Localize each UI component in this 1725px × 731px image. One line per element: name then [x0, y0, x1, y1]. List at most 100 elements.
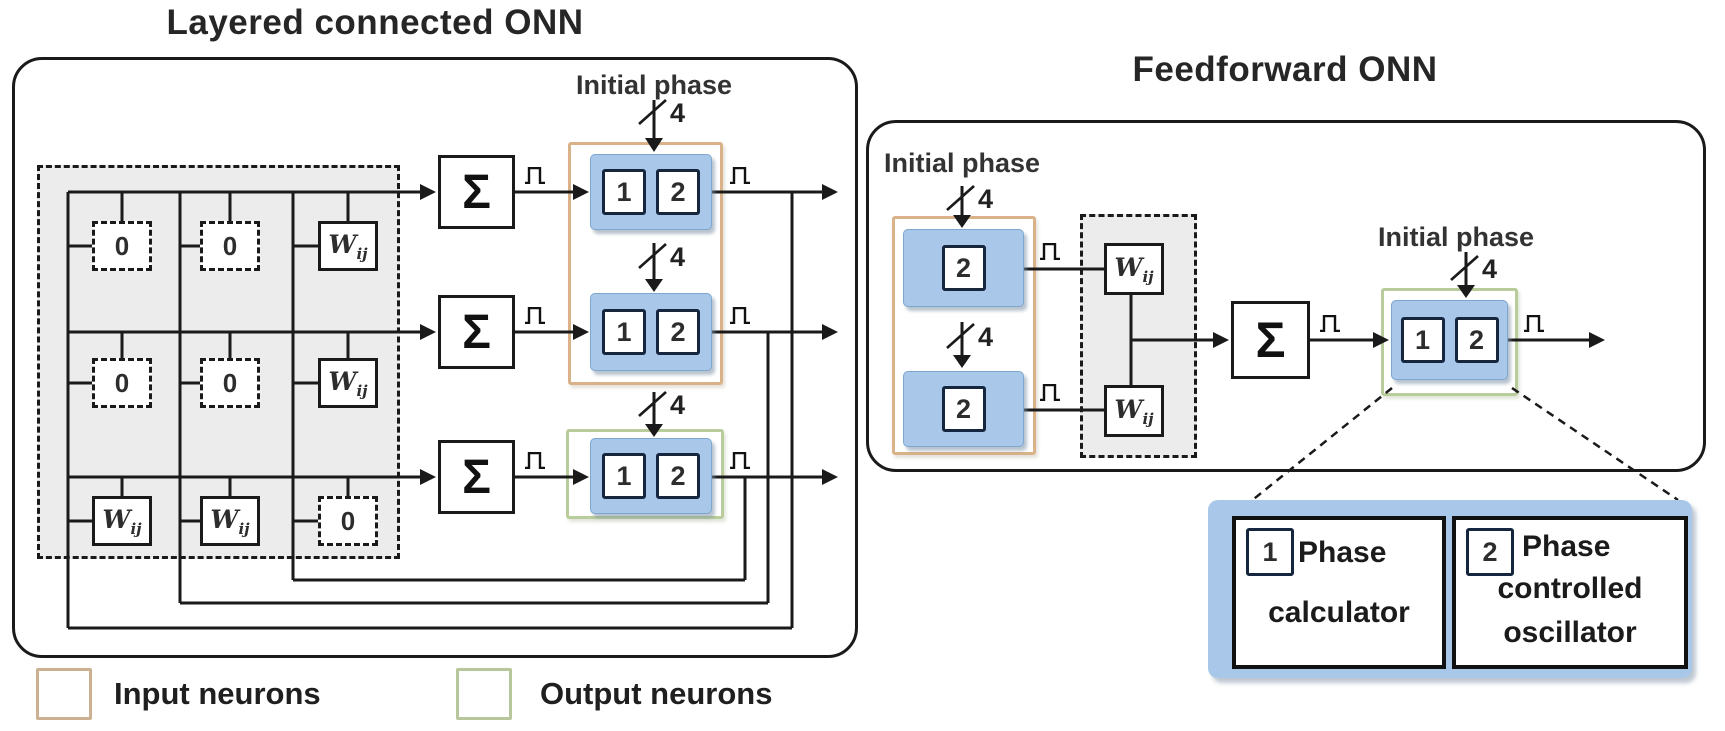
callout-leader-lines	[1249, 386, 1679, 503]
square-wave-icon	[523, 452, 547, 469]
arrowhead-icons	[420, 184, 1605, 485]
bottom-feedback-lines	[68, 578, 792, 630]
ff-input-neuron: 2	[903, 371, 1024, 447]
ff-sum-block: Σ	[1231, 301, 1310, 379]
unit-1-badge: 1	[1246, 528, 1294, 576]
feedforward-onn-frame	[866, 120, 1706, 472]
output-neuron-container	[566, 429, 724, 519]
phase-calculator-label-line2: calculator	[1268, 596, 1410, 629]
input-neurons-container	[568, 142, 723, 385]
oscillator-label-line2: controlled	[1497, 572, 1643, 605]
bus-width-marker: 4	[946, 322, 993, 368]
weight-label: Wij	[210, 504, 250, 538]
cell-top-taps	[120, 192, 350, 496]
square-wave-icon	[728, 167, 752, 184]
zero-label: 0	[114, 230, 130, 261]
square-wave-icon	[728, 307, 752, 324]
arrowhead-icon	[573, 469, 589, 485]
square-wave-icon	[523, 167, 547, 184]
zero-label: 0	[340, 505, 356, 536]
input-neurons-swatch	[36, 668, 92, 720]
weight-label: Wij	[102, 504, 142, 538]
square-wave-icon	[1522, 315, 1546, 332]
sigma-icon: Σ	[1255, 312, 1286, 368]
output-neurons-swatch	[456, 668, 512, 720]
phase-calculator-unit: 1	[602, 309, 646, 355]
weight-label: Wij	[1114, 394, 1154, 428]
arrowhead-icon	[573, 324, 589, 340]
bus-width-marker: 4	[638, 98, 685, 152]
phase-calculator-legend: 1 Phase calculator	[1232, 516, 1446, 669]
weight-cell: 0	[200, 221, 260, 271]
weight-cell: 0	[92, 221, 152, 271]
square-wave-icon	[1038, 384, 1062, 401]
bus-width-marker: 4	[946, 184, 993, 228]
feedforward-lines	[1024, 267, 1591, 412]
arrowhead-icon	[822, 184, 838, 200]
bus-width-label: 4	[670, 242, 685, 272]
neuron-detail-callout: 1 Phase calculator 2 Phase controlled os…	[1208, 500, 1692, 678]
phase-calculator-unit: 1	[602, 169, 646, 215]
ff-output-neuron: 1 2	[1391, 300, 1508, 380]
phase-controlled-oscillator-unit: 2	[941, 245, 986, 291]
arrowhead-icon	[1213, 332, 1229, 348]
phase-calculator-label-line1: Phase	[1298, 536, 1387, 569]
square-wave-icon	[728, 452, 752, 469]
zero-label: 0	[222, 367, 238, 398]
layered-onn-frame	[12, 57, 858, 658]
phase-controlled-oscillator-unit: 2	[1454, 317, 1499, 363]
neuron-block: 1 2	[590, 154, 712, 230]
bus-width-markers: 4 4 4 4	[638, 98, 1497, 437]
weight-label: Wij	[328, 229, 368, 263]
ff-weight-cell: Wij	[1104, 243, 1164, 295]
square-wave-icon	[1318, 315, 1342, 332]
sigma-icon: Σ	[462, 165, 491, 219]
weight-cell: Wij	[318, 358, 378, 408]
ff-weight-cell: Wij	[1104, 385, 1164, 437]
bus-width-label: 4	[670, 98, 685, 128]
arrowhead-icon	[822, 324, 838, 340]
weight-cell: 0	[318, 496, 378, 546]
ff-signal-lines	[1024, 267, 1591, 412]
bus-width-marker: 4	[638, 242, 685, 292]
weight-label: Wij	[1114, 252, 1154, 286]
cell-left-stubs	[68, 244, 318, 523]
output-neurons-legend-label: Output neurons	[540, 676, 773, 711]
weight-cell: 0	[200, 358, 260, 408]
weight-cell: Wij	[318, 221, 378, 271]
weight-cell: 0	[92, 358, 152, 408]
arrowhead-icon	[420, 324, 436, 340]
zero-label: 0	[114, 367, 130, 398]
neuron-output-lines	[712, 190, 824, 479]
bus-width-label: 4	[978, 322, 993, 352]
oscillator-label-line1: Phase	[1522, 530, 1611, 563]
neuron-block: 1 2	[590, 293, 712, 371]
right-diagram-title: Feedforward ONN	[1132, 50, 1438, 89]
sigma-icon: Σ	[462, 305, 491, 359]
sigma-icon: Σ	[462, 450, 491, 504]
arrowhead-icon	[573, 184, 589, 200]
phase-controlled-oscillator-unit: 2	[656, 169, 700, 215]
ff-output-initial-phase-label: Initial phase	[1377, 222, 1535, 252]
ff-initial-phase-label: Initial phase	[883, 148, 1041, 178]
input-neurons-legend-label: Input neurons	[114, 676, 321, 711]
phase-calculator-unit: 1	[602, 453, 646, 499]
arrowhead-icon	[420, 469, 436, 485]
bus-width-label: 4	[670, 390, 685, 420]
left-diagram-title: Layered connected ONN	[166, 3, 584, 42]
arrowhead-icon	[822, 469, 838, 485]
initial-phase-label: Initial phase	[575, 70, 733, 100]
phase-controlled-oscillator-unit: 2	[656, 453, 700, 499]
weight-cell: Wij	[92, 496, 152, 546]
arrowhead-icon	[1373, 332, 1389, 348]
arrowhead-icon	[1589, 332, 1605, 348]
weight-cell: Wij	[200, 496, 260, 546]
square-wave-icon	[523, 307, 547, 324]
right-feedback-drops	[743, 192, 794, 628]
zero-label: 0	[222, 230, 238, 261]
neuron-block: 1 2	[590, 438, 712, 514]
sum-to-neuron-lines	[515, 190, 576, 479]
bus-width-label: 4	[1482, 254, 1497, 284]
